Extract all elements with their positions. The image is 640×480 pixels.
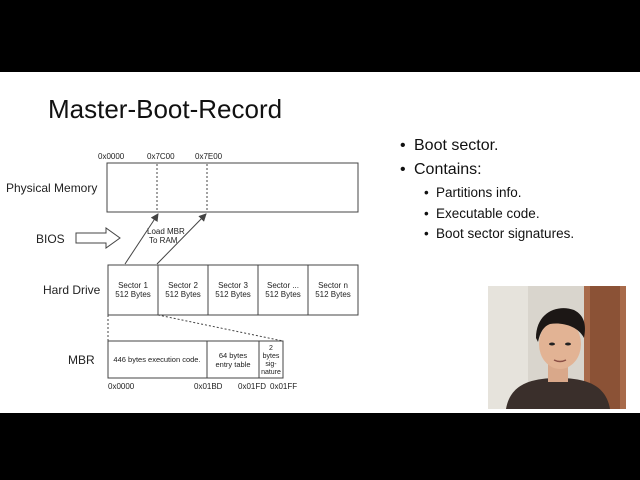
physical-memory-box [106, 162, 359, 213]
sector-4-name: Sector ... [267, 281, 299, 290]
bullet-text: Contains: [414, 161, 482, 178]
sector-3-name: Sector 3 [218, 281, 248, 290]
bios-arrow [75, 227, 121, 249]
mbr-address-2: 0x01FD [238, 382, 266, 391]
sector-cell-5 [307, 264, 359, 316]
load-arrow-left [124, 213, 159, 265]
mbr-sig-line3: sig- [265, 361, 277, 368]
bullet-dot: • [424, 205, 429, 221]
sub-bullet-text: Boot sector signatures. [436, 226, 575, 241]
mem-address-0: 0x0000 [98, 152, 125, 161]
mbr-table-line2: entry table [215, 360, 250, 369]
sector-1-size: 512 Bytes [115, 290, 151, 299]
load-note-line2: To RAM [149, 236, 178, 245]
bullet-boot-sector: • Boot sector. [400, 138, 574, 154]
mbr-sig-line1: 2 [269, 345, 273, 352]
mbr-sig-line4: nature [261, 369, 281, 376]
slide-title: Master-Boot-Record [48, 94, 283, 124]
expand-line-right [157, 314, 284, 342]
bullet-dot: • [400, 137, 406, 154]
label-hard-drive: Hard Drive [43, 283, 101, 297]
sector-5-name: Sector n [318, 281, 348, 290]
sector-5-size: 512 Bytes [315, 290, 351, 299]
sub-bullet-partitions: • Partitions info. [400, 186, 574, 200]
sector-4-size: 512 Bytes [265, 290, 301, 299]
bullet-dot: • [424, 185, 429, 200]
sector-cell-3 [207, 264, 259, 316]
mbr-address-1: 0x01BD [194, 382, 223, 391]
mbr-code-text: 446 bytes execution code. [113, 355, 200, 364]
bullet-contains: • Contains: [400, 162, 574, 178]
load-arrow-right [156, 213, 207, 265]
mbr-signature-cell [258, 340, 284, 379]
sub-bullet-signatures: • Boot sector signatures. [400, 227, 574, 241]
mbr-sig-line2: bytes [263, 353, 280, 360]
bullet-dot: • [424, 226, 429, 241]
mbr-address-3: 0x01FF [270, 382, 297, 391]
label-mbr: MBR [68, 353, 95, 367]
mem-address-2: 0x7E00 [195, 152, 223, 161]
sub-bullet-text: Partitions info. [436, 185, 522, 200]
hard-drive-sectors: Sector 1 512 Bytes Sector 2 512 Bytes Se… [107, 264, 359, 316]
sector-1-name: Sector 1 [118, 281, 148, 290]
slide: Master-Boot-Record Physical Memory 0x000… [0, 72, 640, 413]
sector-2-name: Sector 2 [168, 281, 198, 290]
label-bios: BIOS [36, 232, 65, 246]
label-physical-memory: Physical Memory [6, 181, 97, 195]
bullet-list: • Boot sector. • Contains: • Partitions … [400, 138, 574, 248]
mbr-table-cell [206, 340, 260, 379]
mbr-table-line1: 64 bytes [219, 351, 248, 360]
sector-2-size: 512 Bytes [165, 290, 201, 299]
load-note-line1: Load MBR [147, 227, 185, 236]
bullet-text: Boot sector. [414, 137, 499, 154]
presenter-webcam [488, 286, 626, 409]
sub-bullet-text: Executable code. [436, 205, 540, 221]
mbr-code-cell [107, 340, 208, 379]
sector-cell-2 [157, 264, 209, 316]
sector-cell-4 [257, 264, 309, 316]
webcam-image [488, 286, 626, 409]
mbr-diagram: Physical Memory 0x0000 0x7C00 0x7E00 BIO… [6, 152, 359, 391]
sector-3-size: 512 Bytes [215, 290, 251, 299]
sub-bullet-executable: • Executable code. [400, 205, 574, 221]
mbr-address-0: 0x0000 [108, 382, 135, 391]
sector-cell-1 [107, 264, 159, 316]
mem-address-1: 0x7C00 [147, 152, 175, 161]
bullet-dot: • [400, 161, 406, 178]
